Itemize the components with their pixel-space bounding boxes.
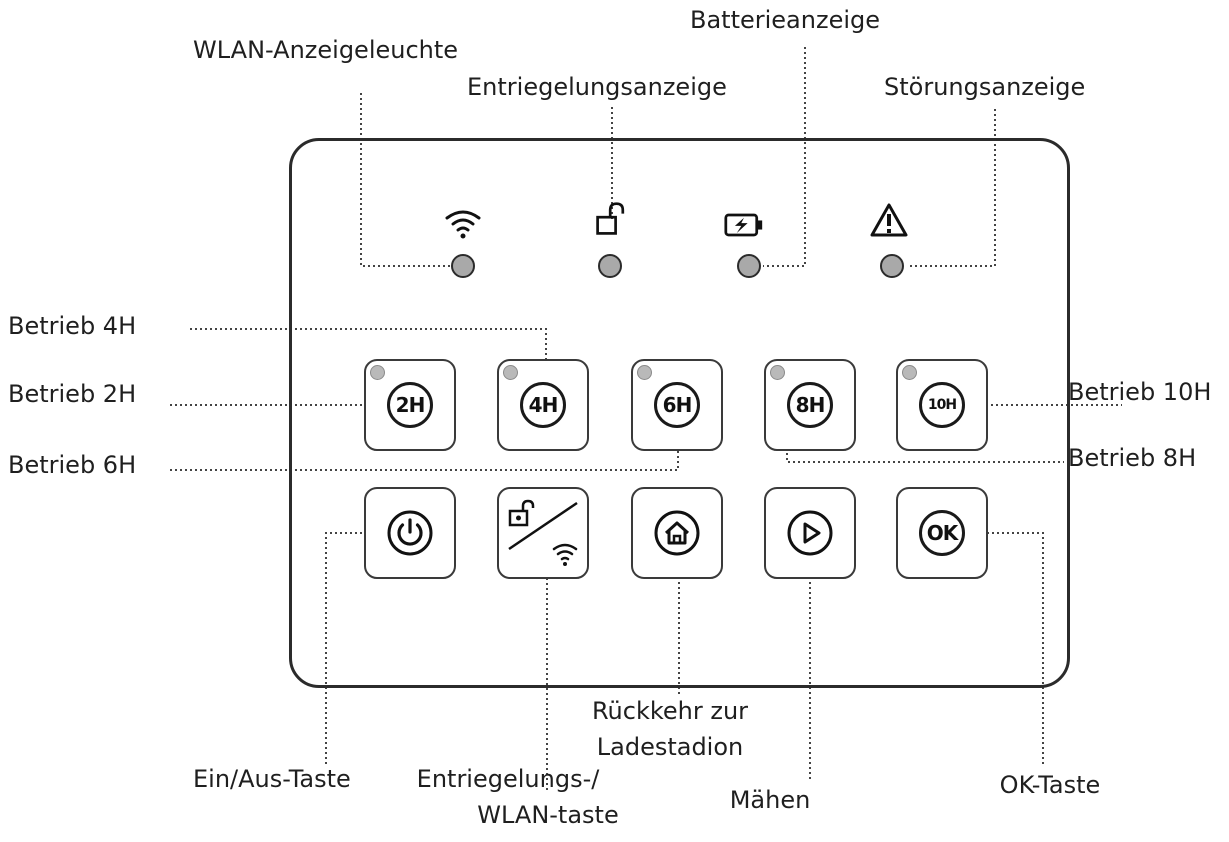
timer-8h-label: Betrieb 8H [1068, 444, 1197, 472]
mow-button-label: Mähen [729, 786, 811, 814]
timer-10h-key-text: 10H [919, 382, 965, 428]
power-button[interactable] [364, 487, 456, 579]
unlock-led [598, 254, 622, 278]
home-button[interactable] [631, 487, 723, 579]
timer-4h-led [503, 365, 518, 380]
home-button-label-line2: Ladestadion [596, 733, 744, 761]
panel-outline [289, 138, 1070, 688]
fault-leader [907, 109, 996, 267]
timer-2h-label: Betrieb 2H [8, 380, 137, 408]
battery-indicator-label: Batterieanzeige [690, 6, 881, 34]
power-icon [387, 510, 433, 556]
timer-4h-button[interactable]: 4H [497, 359, 589, 451]
battery-charging-icon [724, 213, 763, 237]
warning-icon [870, 203, 908, 237]
unlock-wifi-button-label-line2: WLAN-taste [477, 801, 619, 829]
timer-8h-button[interactable]: 8H [764, 359, 856, 451]
timer-4h-key-text: 4H [520, 382, 566, 428]
ok-button-label: OK-Taste [999, 771, 1101, 799]
timer-6h-label: Betrieb 6H [8, 451, 137, 479]
play-icon [787, 510, 833, 556]
timer-4h-leader [190, 328, 547, 384]
ok-leader [967, 532, 1044, 767]
power-button-label: Ein/Aus-Taste [193, 765, 351, 793]
timer-10h-button[interactable]: 10H [896, 359, 988, 451]
timer-10h-led [902, 365, 917, 380]
home-icon [654, 510, 700, 556]
ok-button[interactable]: OK [896, 487, 988, 579]
home-button-label-line1: Rückkehr zur [591, 697, 749, 725]
unlock-icon [596, 202, 625, 235]
battery-leader [763, 47, 806, 267]
battery-led [737, 254, 761, 278]
wifi-icon [445, 210, 481, 239]
unlock-wifi-button[interactable] [497, 487, 589, 579]
mow-button[interactable] [764, 487, 856, 579]
unlock-indicator-label: Entriegelungsanzeige [467, 73, 727, 101]
timer-2h-led [370, 365, 385, 380]
timer-8h-key-text: 8H [787, 382, 833, 428]
timer-2h-button[interactable]: 2H [364, 359, 456, 451]
timer-6h-led [637, 365, 652, 380]
timer-6h-key-text: 6H [654, 382, 700, 428]
wifi-led [451, 254, 475, 278]
timer-4h-label: Betrieb 4H [8, 312, 137, 340]
unlock-wifi-button-label-line1: Entriegelungs-/ [416, 765, 600, 793]
fault-indicator-label: Störungsanzeige [884, 73, 1086, 101]
timer-2h-key-text: 2H [387, 382, 433, 428]
ok-key-text: OK [919, 510, 965, 556]
timer-8h-led [770, 365, 785, 380]
timer-10h-label: Betrieb 10H [1068, 378, 1212, 406]
wifi-indicator-label: WLAN-Anzeigeleuchte [193, 36, 459, 64]
lock-wifi-icon [508, 499, 578, 566]
timer-6h-button[interactable]: 6H [631, 359, 723, 451]
fault-led [880, 254, 904, 278]
